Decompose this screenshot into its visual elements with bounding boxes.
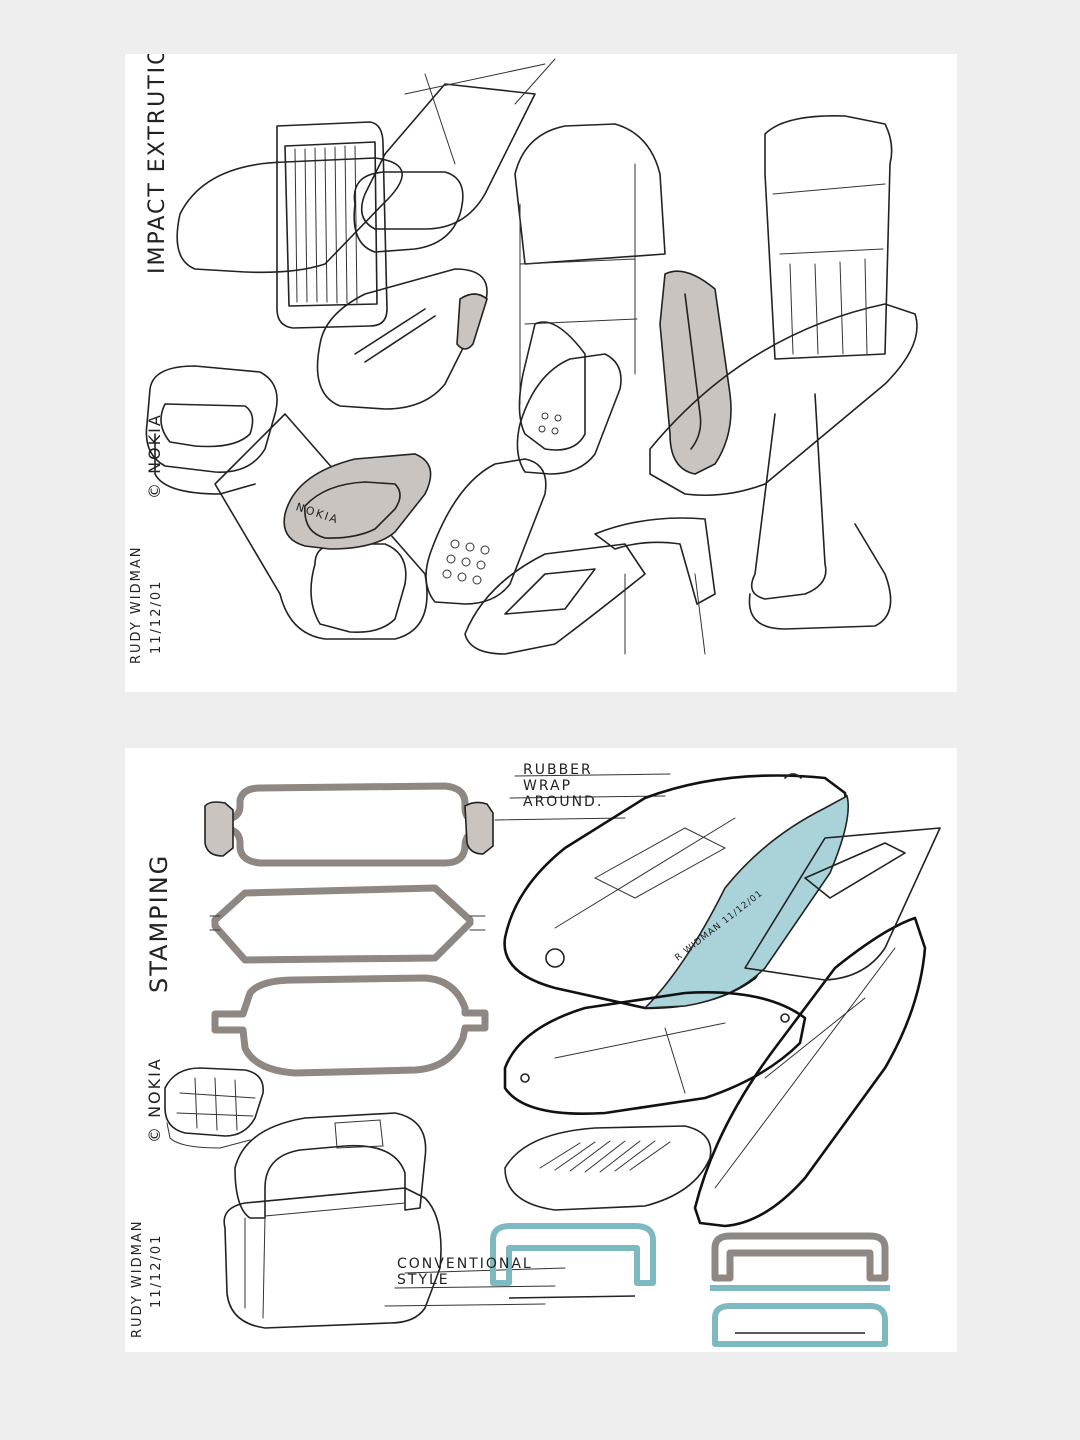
conventional-style-note: CONVENTIONAL STYLE — [397, 1256, 533, 1288]
impact-extrusion-sketches — [145, 58, 918, 655]
sketch-brand: © NOKIA — [145, 413, 164, 499]
vertical-stand-sketch — [649, 115, 918, 630]
blue-phone-shell — [503, 773, 850, 1010]
teal-bracket-left — [490, 1223, 656, 1299]
stacked-oval-frames — [145, 365, 278, 495]
sketch-date: 11/12/01 — [149, 1233, 164, 1308]
sketch-date: 11/12/01 — [149, 579, 164, 654]
bracket-sketch — [594, 517, 716, 655]
channel-shell-sketch — [223, 1112, 442, 1329]
band-frame-3 — [211, 974, 489, 1077]
curved-tray-sketch — [464, 543, 646, 655]
sketch-brand: © NOKIA — [145, 1057, 164, 1143]
long-tray-sketch — [353, 58, 556, 253]
tall-box-sketch — [514, 123, 666, 451]
tall-shell-sketch — [176, 121, 403, 329]
hatched-tray-sketch — [504, 1125, 712, 1211]
sketch-heading: IMPACT EXTRUTION — [145, 54, 170, 274]
sketch-heading: STAMPING — [145, 853, 173, 993]
nokia-phone-tray — [214, 413, 432, 640]
sketch-author: RUDY WIDMAN — [130, 1219, 145, 1338]
stamping-sketches — [164, 773, 941, 1347]
teal-bracket-bottom — [712, 1303, 888, 1347]
rubber-wrap-note: RUBBER WRAP AROUND. — [523, 762, 604, 810]
band-frame-1 — [204, 782, 494, 867]
sketch-sheet-stamping: STAMPING © NOKIA RUDY WIDMAN 11/12/01 RU… — [125, 748, 957, 1352]
sketch-sheet-impact-extrusion: IMPACT EXTRUTION © NOKIA RUDY WIDMAN 11/… — [125, 54, 957, 692]
button-phone-sketch — [516, 353, 622, 475]
keypad-block-sketch — [164, 1067, 264, 1149]
silver-phone-shell — [503, 991, 807, 1115]
grey-bracket-right — [710, 1232, 890, 1291]
sketch-author: RUDY WIDMAN — [129, 545, 144, 664]
grey-curved-clip — [659, 270, 732, 475]
note-underlines — [384, 773, 671, 1307]
right-clip-sketch — [744, 827, 941, 981]
band-frame-2 — [209, 884, 486, 964]
keypad-phone-sketch — [425, 458, 547, 605]
grey-slotted-shell — [316, 268, 488, 410]
right-long-shell — [693, 916, 927, 1228]
